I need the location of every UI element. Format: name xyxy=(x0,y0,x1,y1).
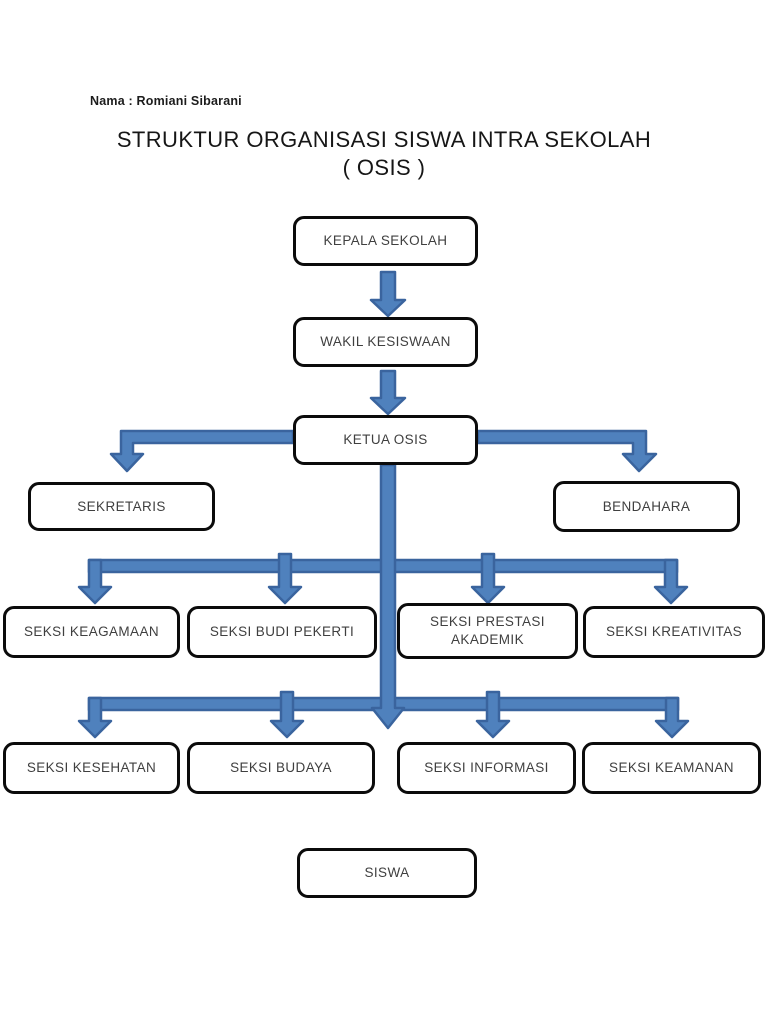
arrow-down-kreativitas xyxy=(653,558,689,605)
arrow-down-budi-pekerti xyxy=(267,552,303,605)
page-title: STRUKTUR ORGANISASI SISWA INTRA SEKOLAH xyxy=(116,127,652,152)
arrow-down-budaya xyxy=(269,690,305,739)
node-siswa: SISWA xyxy=(297,848,477,898)
arrow-central-trunk xyxy=(370,463,406,730)
node-kepala-sekolah: KEPALA SEKOLAH xyxy=(293,216,478,266)
node-ketua-osis: KETUA OSIS xyxy=(293,415,478,465)
node-seksi-keamanan: SEKSI KEAMANAN xyxy=(582,742,761,794)
node-seksi-kesehatan: SEKSI KESEHATAN xyxy=(3,742,180,794)
node-sekretaris: SEKRETARIS xyxy=(28,482,215,531)
arrow-down-keamanan xyxy=(654,696,690,739)
node-wakil-kesiswaan: WAKIL KESISWAAN xyxy=(293,317,478,367)
arrow-elbow-sekretaris xyxy=(109,429,295,473)
arrow-down-prestasi xyxy=(470,552,506,605)
arrow-elbow-bendahara xyxy=(476,429,658,473)
arrow-down-kesehatan xyxy=(77,696,113,739)
node-seksi-budi-pekerti: SEKSI BUDI PEKERTI xyxy=(187,606,377,658)
arrow-wakil-to-ketua xyxy=(369,369,407,416)
author-line: Nama : Romiani Sibarani xyxy=(90,94,242,108)
arrow-kepala-to-wakil xyxy=(369,270,407,318)
node-seksi-prestasi-akademik: SEKSI PRESTASI AKADEMIK xyxy=(397,603,578,659)
arrow-down-keagamaan xyxy=(77,558,113,605)
page-subtitle: ( OSIS ) xyxy=(342,155,426,180)
node-seksi-keagamaan: SEKSI KEAGAMAAN xyxy=(3,606,180,658)
node-bendahara: BENDAHARA xyxy=(553,481,740,532)
node-seksi-informasi: SEKSI INFORMASI xyxy=(397,742,576,794)
arrow-down-informasi xyxy=(475,690,511,739)
node-seksi-kreativitas: SEKSI KREATIVITAS xyxy=(583,606,765,658)
node-seksi-budaya: SEKSI BUDAYA xyxy=(187,742,375,794)
